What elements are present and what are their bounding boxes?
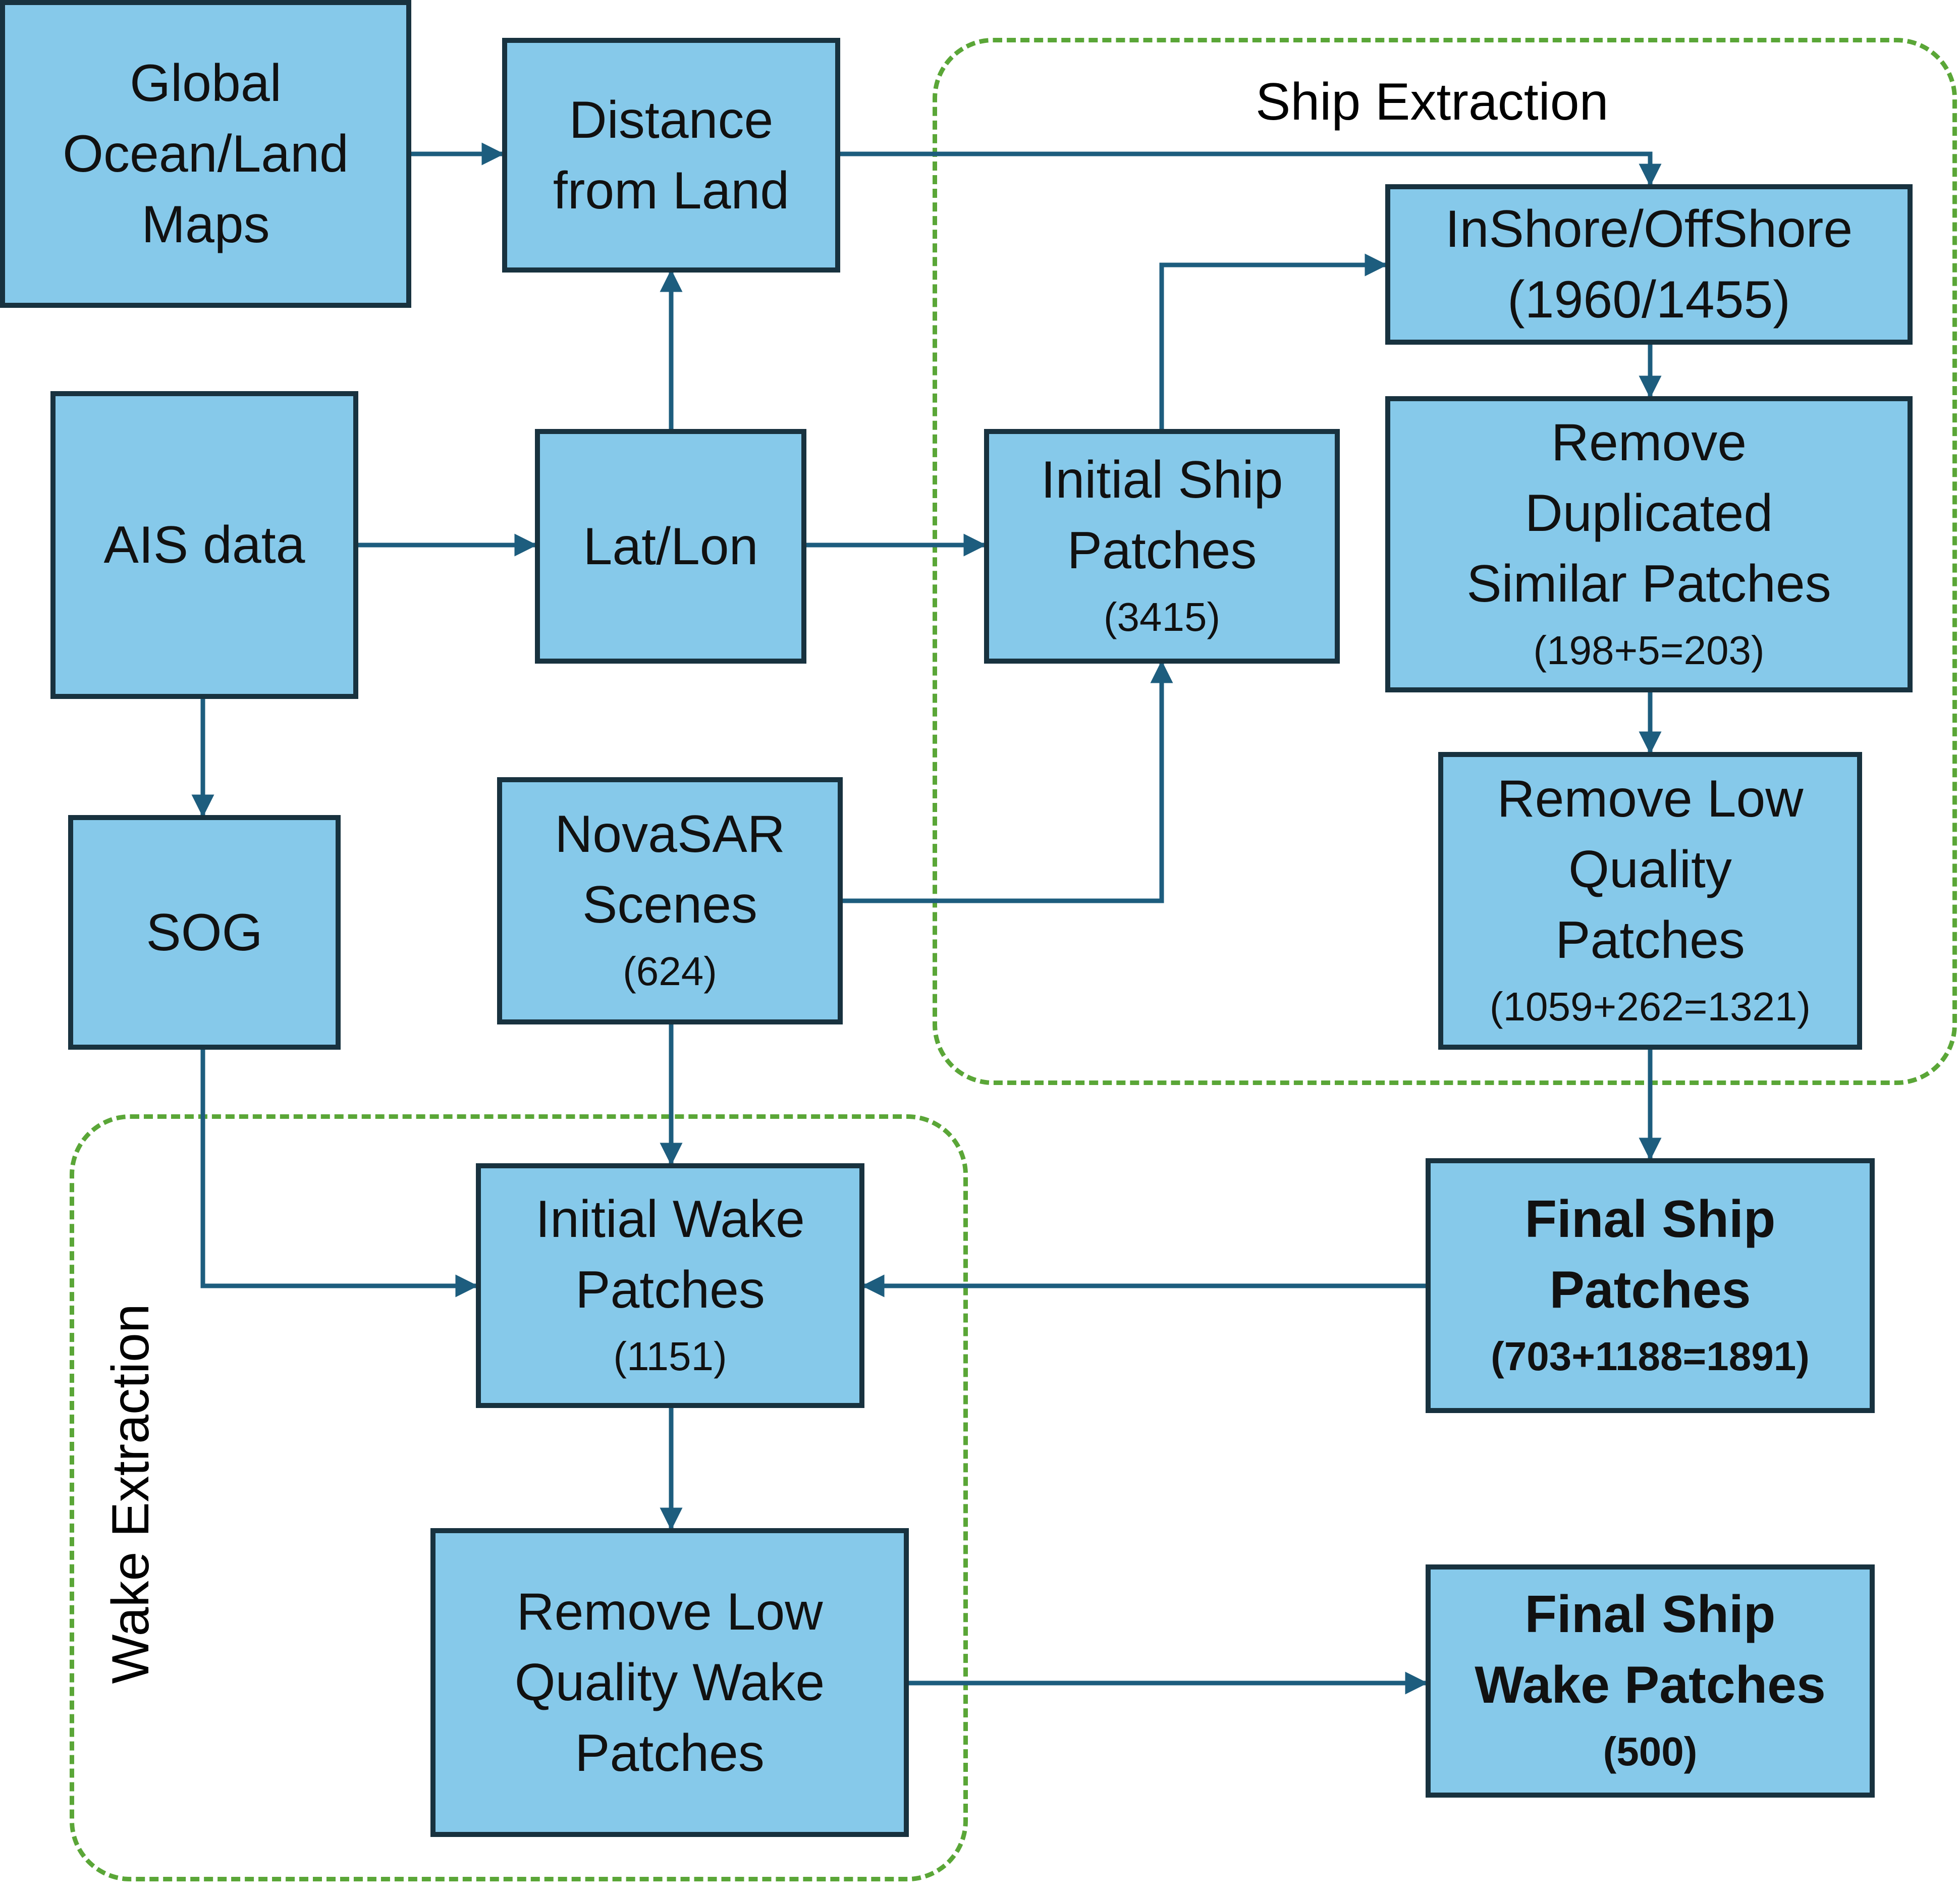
remove-low-quality-box: Remove Low Quality Patches (1059+262=132… [1438,752,1862,1050]
ship-extraction-label: Ship Extraction [1256,73,1609,131]
sog-box: SOG [68,815,341,1050]
global-ocean-land-maps-box: Global Ocean/Land Maps [0,0,411,308]
node-title: Global Ocean/Land Maps [63,54,349,254]
ship-extraction-group [933,38,1957,1085]
initial-wake-patches-box: Initial Wake Patches (1151) [476,1163,864,1408]
node-count: (1059+262=1321) [1489,984,1811,1029]
ais-data-box: AIS data [50,391,358,699]
final-ship-patches-box: Final Ship Patches (703+1188=1891) [1426,1158,1875,1413]
node-title: Remove Duplicated Similar Patches [1466,413,1831,613]
node-title: Remove Low Quality Wake Patches [514,1583,825,1782]
arrow-distance-to-inshore [838,151,1662,187]
final-wake-patches-box: Final Ship Wake Patches (500) [1426,1564,1875,1798]
node-title: AIS data [103,516,305,574]
node-count: (703+1188=1891) [1491,1333,1810,1379]
novasar-scenes-box: NovaSAR Scenes (624) [497,777,843,1024]
node-title: Lat/Lon [583,517,758,576]
node-count: (624) [623,949,717,994]
remove-duplicated-box: Remove Duplicated Similar Patches (198+5… [1385,396,1913,692]
node-title: Initial Wake Patches [535,1189,805,1319]
node-count: (198+5=203) [1533,627,1765,673]
lat-lon-box: Lat/Lon [535,429,806,664]
distance-from-land-box: Distance from Land [502,38,840,273]
inshore-offshore-box: InShore/OffShore (1960/1455) [1385,184,1913,345]
node-title: InShore/OffShore (1960/1455) [1445,200,1853,329]
node-count: (1151) [613,1333,727,1379]
node-title: Remove Low Quality Patches [1497,770,1804,969]
node-title: Initial Ship Patches [1041,450,1283,580]
node-title: Final Ship Wake Patches [1475,1585,1826,1714]
node-title: SOG [146,903,263,962]
initial-ship-patches-box: Initial Ship Patches (3415) [984,429,1340,664]
wake-extraction-group [70,1114,968,1881]
node-title: Final Ship Patches [1525,1189,1776,1319]
node-title: NovaSAR Scenes [555,805,785,934]
node-count: (3415) [1103,594,1221,639]
node-count: (500) [1603,1729,1698,1774]
remove-low-quality-wake-box: Remove Low Quality Wake Patches [430,1528,909,1837]
arrow-initial-ship-to-inshore [1159,253,1388,429]
arrow-sog-to-initial-wake [200,1050,478,1297]
node-title: Distance from Land [553,90,790,220]
arrow-novasar-to-initial-ship [840,660,1173,903]
